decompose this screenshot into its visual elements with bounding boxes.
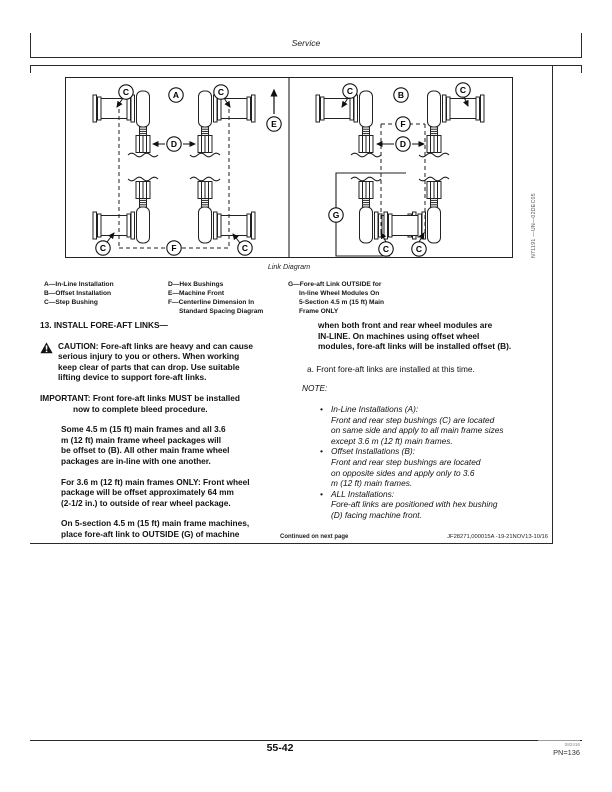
bullet-text: ALL Installations: Fore-aft links are po… [331,488,498,520]
svg-text:C: C [347,86,353,96]
link-diagram-figure: A C C C C [65,77,513,258]
callout-c: C [342,83,358,99]
section-right-border [552,65,553,543]
doc-reference: JF28271,000015A -19-21NOV13-10/16 [447,534,548,540]
legend-item: D—Hex Bushings [168,281,224,288]
important-head: IMPORTANT: Front fore-aft links MUST be … [40,392,240,403]
callout-c: C [411,241,427,257]
footer-rule [30,740,582,741]
svg-text:B: B [398,90,404,100]
content-tick-right [581,65,582,73]
important-block: IMPORTANT: Front fore-aft links MUST be … [40,393,297,414]
bullet-icon: • [320,446,323,457]
callout-f: F [395,116,411,132]
callout-d: D [166,136,182,152]
callout-c: C [237,240,253,256]
content-top-rule [30,65,582,66]
svg-text:C: C [100,243,106,253]
header-rule [30,57,582,58]
callout-g: G [328,207,344,223]
legend-column-3: G—Fore-aft Link OUTSIDE for In-line Whee… [288,280,423,316]
callout-c: C [213,84,229,100]
note-bullets: • In-Line Installations (A): Front and r… [302,404,552,521]
section-bottom-rule [30,543,553,544]
bullet-text: In-Line Installations (A): Front and rea… [331,403,504,446]
print-code: 082416 [538,740,580,747]
bullet-item: • ALL Installations: Fore-aft links are … [320,489,552,521]
figure-image-id: N71191 —UN—02DEC05 [531,193,537,258]
left-column: 13. INSTALL FORE-AFT LINKS— CAUTION: For… [40,320,297,540]
callout-c: C [378,241,394,257]
bullet-icon: • [320,488,323,499]
continued-note: Continued on next page [280,534,349,540]
svg-text:E: E [271,119,277,129]
legend-item: G—Fore-aft Link OUTSIDE for In-line Whee… [288,281,385,315]
svg-text:C: C [383,244,389,254]
pn-label: PN=136 [553,748,580,757]
page-number: 55-42 [266,742,294,754]
callout-c: C [95,240,111,256]
svg-text:D: D [171,139,177,149]
legend-item: F—Centerline Dimension In Standard Spaci… [168,299,264,315]
intro-paragraph: when both front and rear wheel modules a… [318,320,512,352]
right-column: when both front and rear wheel modules a… [302,320,552,521]
bullet-icon: • [320,403,323,414]
svg-text:C: C [218,87,224,97]
important-cont: now to complete bleed procedure. [73,403,208,414]
callout-c: C [118,84,134,100]
svg-text:C: C [460,85,466,95]
callout-d: D [395,136,411,152]
caution-block: CAUTION: Fore-aft links are heavy and ca… [40,341,297,383]
svg-text:C: C [123,87,129,97]
svg-text:G: G [333,210,340,220]
caution-text: CAUTION: Fore-aft links are heavy and ca… [58,340,254,383]
svg-text:C: C [416,244,422,254]
inline-centerline-box [118,102,230,249]
svg-text:C: C [242,243,248,253]
panel-inline: A C C C C [92,84,282,256]
legend-column-1: A—In-Line Installation B—Offset Installa… [44,280,166,307]
callout-e: E [266,116,282,132]
header-tick-right [581,33,582,57]
legend-item: E—Machine Front [168,290,225,297]
svg-text:F: F [171,243,176,253]
callout-a: A [168,87,184,103]
bullet-item: • In-Line Installations (A): Front and r… [320,404,552,446]
page-header-title: Service [291,38,321,48]
step-heading: 13. INSTALL FORE-AFT LINKS— [40,320,168,330]
legend-column-2: D—Hex Bushings E—Machine Front F—Centerl… [168,280,288,316]
step-a: a. Front fore-aft links are installed at… [307,363,475,374]
pn-block: 082416 PN=136 [538,740,580,757]
legend-item: B—Offset Installation [44,290,112,297]
content-tick-left [30,65,31,73]
header-tick-left [30,33,31,57]
legend-item: A—In-Line Installation [44,281,114,288]
callout-c: C [455,82,471,98]
warning-icon [40,341,53,383]
link-diagram: A C C C C [92,78,485,257]
paragraph: For 3.6 m (12 ft) main frames ONLY: Fron… [61,476,250,508]
bullet-item: • Offset Installations (B): Front and re… [320,446,552,488]
callout-f: F [166,240,182,256]
figure-caption: Link Diagram [267,262,311,271]
paragraph: Some 4.5 m (15 ft) main frames and all 3… [61,424,230,466]
svg-text:F: F [400,119,405,129]
svg-text:D: D [400,139,406,149]
callout-b: B [393,87,409,103]
panel-offset: B C C C C [315,82,485,257]
svg-text:A: A [173,90,179,100]
paragraph: On 5-section 4.5 m (15 ft) main frame ma… [61,518,250,539]
bullet-text: Offset Installations (B): Front and rear… [331,446,481,489]
note-label: NOTE: [302,383,328,394]
legend-item: C—Step Bushing [44,299,98,306]
